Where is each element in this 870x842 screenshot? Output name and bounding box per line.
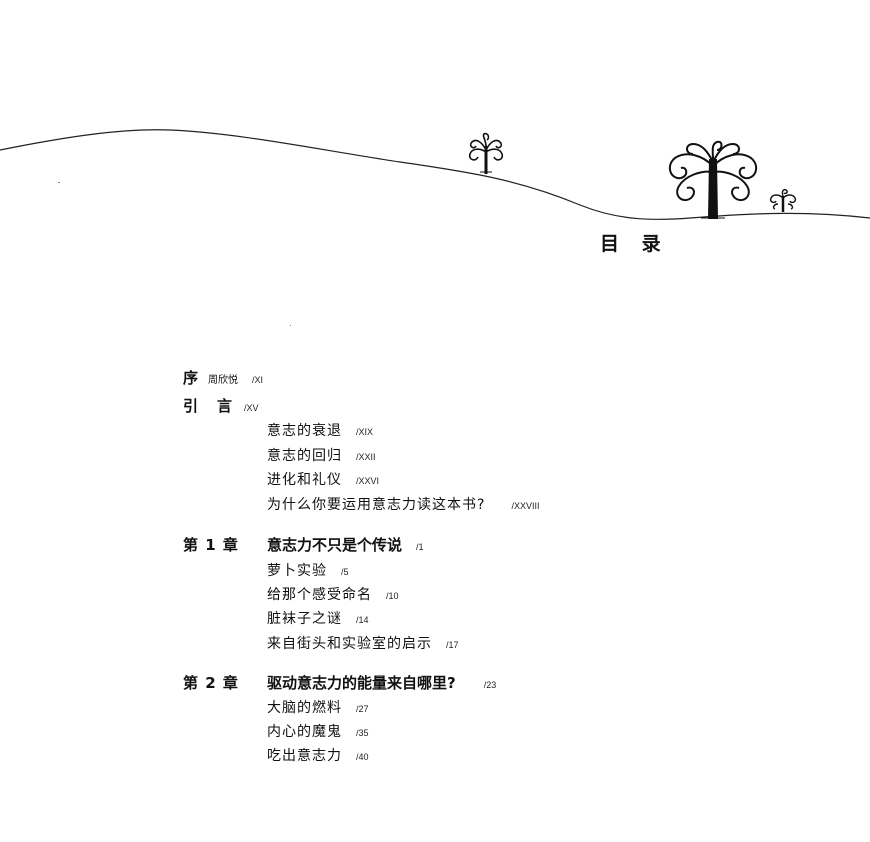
section-title: 来自街头和实验室的启示 [267,636,432,652]
toc-section[interactable]: 吃出意志力 /40 [267,745,369,765]
section-title: 脏袜子之谜 [267,611,342,627]
page-number: /10 [386,591,399,601]
page-number: /40 [356,752,369,762]
small-tree-icon [468,132,504,174]
page-number: /5 [341,567,349,577]
speck [290,325,291,326]
toc-section[interactable]: 意志的衰退 /XIX [267,420,373,440]
page-number: /XIX [356,427,374,437]
page-number: /35 [356,728,369,738]
toc-section[interactable]: 内心的魔鬼 /35 [267,721,369,741]
preface-label: 序 [183,369,199,387]
toc-chapter-1[interactable]: 第 1 章 意志力不只是个传说 /1 [183,534,424,555]
page-number: /14 [356,615,369,625]
page-number: /1 [416,542,424,552]
page-number: /XXVIII [511,501,540,511]
preface-author: 周欣悦 [208,375,239,386]
toc-section[interactable]: 为什么你要运用意志力读这本书? /XXVIII [267,494,539,514]
page-number: /23 [483,680,497,690]
chapter-title: 意志力不只是个传说 [267,536,403,554]
intro-label: 引 言 [183,397,235,415]
section-title: 进化和礼仪 [267,472,342,488]
chapter-label: 第 1 章 [183,536,239,554]
toc-section[interactable]: 意志的回归 /XXII [267,445,376,465]
toc-section[interactable]: 给那个感受命名 /10 [267,584,399,604]
page-number: /XV [244,403,259,413]
page-number: /27 [356,704,369,714]
section-title: 给那个感受命名 [267,587,372,603]
chapter-title: 驱动意志力的能量来自哪里? [267,674,456,692]
section-title: 吃出意志力 [267,748,342,764]
section-title: 意志的回归 [267,448,342,464]
page-title: 目 录 [600,233,669,255]
toc-section[interactable]: 来自街头和实验室的启示 /17 [267,633,459,653]
section-title: 意志的衰退 [267,423,342,439]
toc-section[interactable]: 萝卜实验 /5 [267,560,349,580]
large-tree-icon [668,140,758,219]
section-title: 大脑的燃料 [267,700,342,716]
section-title: 为什么你要运用意志力读这本书? [267,497,486,513]
toc-entry-intro[interactable]: 引 言 /XV [183,395,259,416]
page-number: /XXVI [356,476,380,486]
chapter-label: 第 2 章 [183,674,239,692]
section-title: 萝卜实验 [267,563,327,579]
toc-section[interactable]: 进化和礼仪 /XXVI [267,469,379,489]
toc-chapter-2[interactable]: 第 2 章 驱动意志力的能量来自哪里? /23 [183,672,496,693]
toc-section[interactable]: 大脑的燃料 /27 [267,697,369,717]
toc-section[interactable]: 脏袜子之谜 /14 [267,608,369,628]
toc-entry-preface[interactable]: 序 周欣悦 /XI [183,367,263,388]
page-number: /XI [252,375,264,385]
hill-illustration [0,129,870,220]
page-number: /17 [446,640,459,650]
speck [58,182,60,183]
page-number: /XXII [356,452,376,462]
section-title: 内心的魔鬼 [267,724,342,740]
tiny-tree-icon [769,188,797,212]
